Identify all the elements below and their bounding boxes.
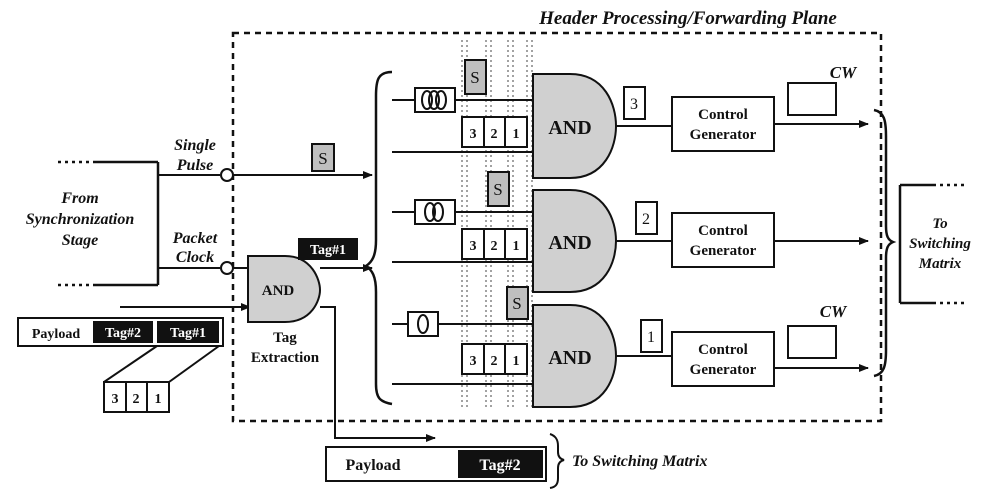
branch-2-control-generator: [671, 212, 775, 268]
branch-2-bit-3: 3: [470, 239, 477, 254]
packet-clock-label-1: Packet: [172, 230, 218, 247]
from-sync-line3: Stage: [62, 232, 98, 249]
branch-2-output-bit-box: [635, 201, 658, 235]
branch-2-gen-line2: Generator: [690, 243, 757, 259]
branch-3-cw-box: [787, 325, 837, 359]
branch-1-bit-3: 3: [470, 127, 477, 142]
input-packet-tag1-box: [157, 321, 219, 343]
output-packet-tag2-box: [458, 450, 543, 478]
split-brace: [363, 70, 393, 406]
input-bits: 3 2 1: [103, 381, 170, 413]
pulse-s-box: [311, 143, 335, 172]
branch-3-and-label: AND: [548, 347, 591, 369]
branch-1-s-label: S: [470, 68, 479, 87]
input-packet-tag1: Tag#1: [170, 326, 206, 341]
branch-1-and-label: AND: [548, 117, 591, 139]
branch-3-bit-1: 1: [513, 354, 520, 369]
to-switching-line1: To: [932, 216, 947, 232]
branch-2-and-label: AND: [548, 232, 591, 254]
packet-clock-label-2: Clock: [176, 249, 214, 266]
pulse-s-label: S: [318, 149, 327, 168]
branch-2-s-label: S: [493, 180, 502, 199]
bits-callout-left: [103, 345, 158, 383]
branch-3-s-label: S: [512, 294, 521, 313]
branch-3-bit-3: 3: [470, 354, 477, 369]
tag-extraction-gate-label: AND: [262, 283, 295, 299]
branch-2-bit-1: 1: [513, 239, 520, 254]
branch-3-control-generator: [671, 331, 775, 387]
input-packet-payload: Payload: [32, 327, 80, 342]
to-switching-bracket: [898, 183, 965, 305]
branch-3-output-bit: 1: [647, 329, 655, 346]
bits-callout-right: [168, 345, 220, 383]
input-packet-tag2-box: [93, 321, 153, 343]
packet-clock-port: [220, 261, 234, 275]
branch-1-bit-2: 2: [491, 127, 498, 142]
from-sync-line1: From: [60, 190, 98, 207]
branch-2-s-box: [487, 171, 510, 207]
single-pulse-port: [220, 168, 234, 182]
input-bit-2: 2: [133, 392, 140, 407]
merge-brace: [873, 108, 897, 378]
input-bit-1: 1: [155, 392, 162, 407]
branch-1-cw-label: CW: [830, 63, 858, 82]
branch-3-gen-line2: Generator: [690, 362, 757, 378]
single-pulse-label-2: Pulse: [176, 157, 213, 174]
branch-3: S 3 2 1 AND 1 Control Generator CW: [392, 286, 869, 408]
branch-3-output-bit-box: [640, 319, 663, 353]
branch-1-output-bit-box: [623, 86, 646, 120]
tag1-label: Tag#1: [310, 243, 346, 258]
tag-extraction-caption-2: Extraction: [251, 350, 320, 366]
branch-3-cw-label: CW: [820, 302, 848, 321]
branch-1: S 3 2 1 AND 3 Control Generator CW: [392, 59, 869, 179]
single-pulse-label-1: Single: [174, 137, 216, 154]
payload-output-wire: [320, 306, 436, 442]
tag1-box: [298, 238, 358, 260]
plane-boundary: [231, 31, 883, 423]
branch-2-bit-2: 2: [491, 239, 498, 254]
sync-bracket: [58, 160, 160, 287]
to-switching-line3: Matrix: [918, 256, 962, 272]
to-switching-line2: Switching: [909, 236, 971, 252]
output-packet-payload: Payload: [345, 457, 400, 474]
branch-3-bit-2: 2: [491, 354, 498, 369]
plane-title: Header Processing/Forwarding Plane: [538, 8, 837, 29]
input-packet-tag2: Tag#2: [105, 326, 141, 341]
branch-1-s-box: [464, 59, 487, 95]
output-packet-tag2: Tag#2: [479, 457, 520, 474]
branch-3-s-box: [506, 286, 529, 320]
branch-1-gen-line2: Generator: [690, 127, 757, 143]
branch-1-bit-1: 1: [513, 127, 520, 142]
bottom-caption: To Switching Matrix: [572, 453, 707, 470]
from-sync-line2: Synchronization: [26, 211, 135, 228]
branch-2-output-bit: 2: [642, 211, 650, 228]
branch-2: S 3 2 1 AND 2 Control Generator: [392, 171, 869, 293]
branch-2-gen-line1: Control: [698, 223, 748, 239]
tag-extraction-caption-1: Tag: [273, 330, 297, 346]
input-bit-3: 3: [112, 392, 119, 407]
branch-1-gen-line1: Control: [698, 107, 748, 123]
branch-1-output-bit: 3: [630, 96, 638, 113]
branch-3-gen-line1: Control: [698, 342, 748, 358]
bottom-brace: [549, 433, 565, 489]
branch-1-cw-box: [787, 82, 837, 116]
